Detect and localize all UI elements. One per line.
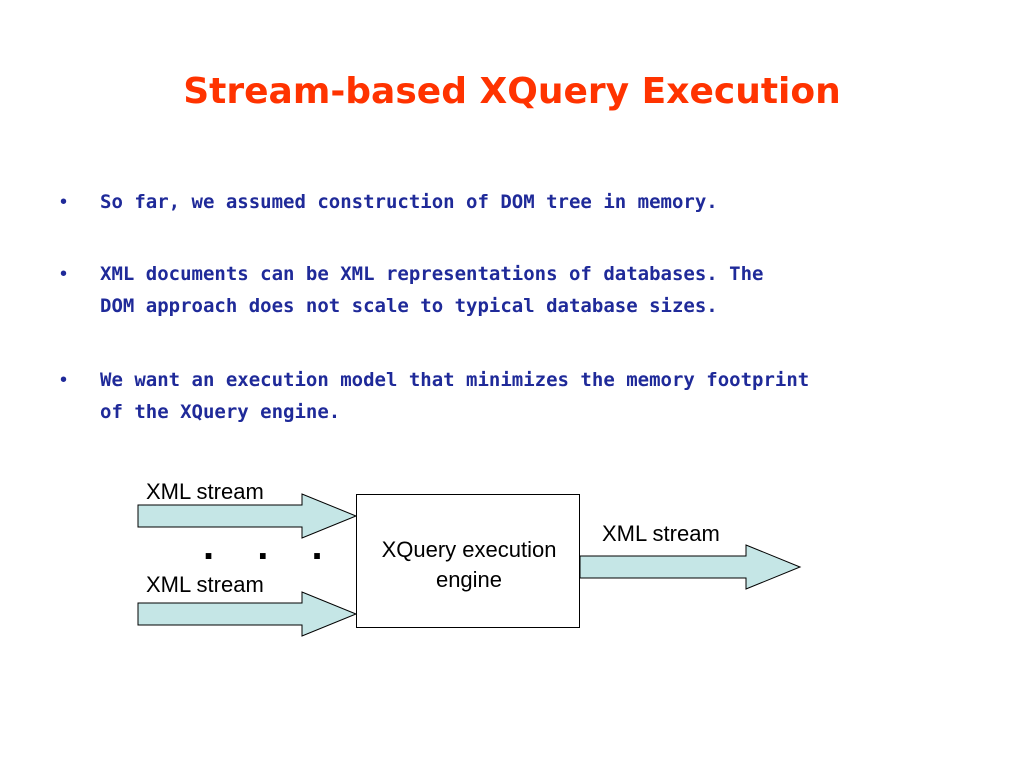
input-top-arrow	[137, 493, 358, 539]
bullet-text: We want an execution model that minimize…	[100, 369, 810, 423]
output-label: XML stream	[602, 521, 720, 546]
bullet-text: So far, we assumed construction of DOM t…	[100, 191, 718, 213]
output-arrow	[579, 544, 802, 590]
more-inputs-ellipsis: . . .	[203, 524, 339, 568]
engine-label: XQuery execution engine	[381, 537, 557, 592]
bullet-text: XML documents can be XML representations…	[100, 263, 764, 317]
bullet-marker: •	[60, 263, 68, 285]
input-bottom-label: XML stream	[146, 572, 264, 597]
input-top-label: XML stream	[146, 479, 264, 504]
xquery-engine-box: XQuery execution engine	[356, 494, 580, 628]
bullet-marker: •	[60, 369, 68, 391]
bullet-marker: •	[60, 191, 68, 213]
slide-title: Stream-based XQuery Execution	[183, 71, 841, 112]
input-bottom-arrow	[137, 591, 358, 637]
